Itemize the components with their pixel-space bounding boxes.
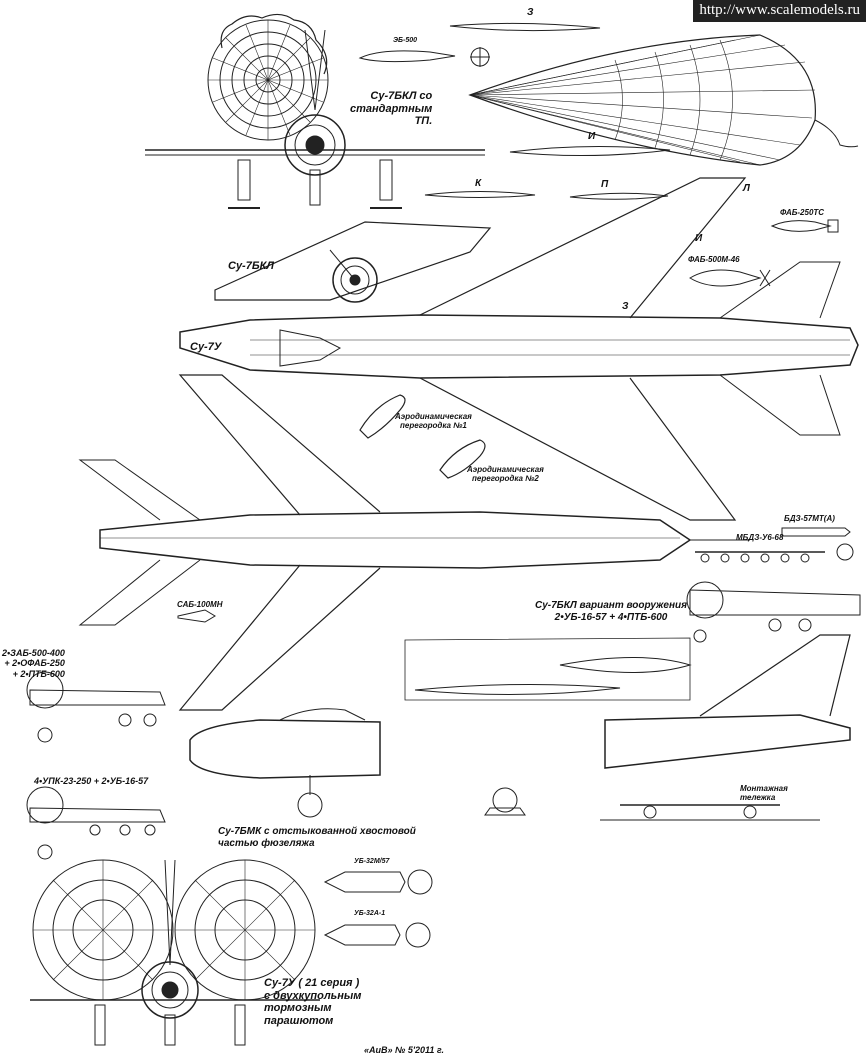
front-view-aircraft-bottom <box>30 859 320 1046</box>
side-view-loadout-left-2 <box>26 786 166 860</box>
su7u-plan-view <box>179 177 859 521</box>
su7-plan-view-lower <box>78 374 750 711</box>
label-aero-fence-1: Аэродинамическая перегородка №1 <box>395 412 472 431</box>
label-ub32m: УБ-32М/57 <box>354 858 390 865</box>
label-aero-fence-2: Аэродинамическая перегородка №2 <box>467 465 544 484</box>
aero-fence-1 <box>359 394 406 439</box>
variant-side-view <box>404 637 692 701</box>
ub32m-pod <box>323 869 433 895</box>
label-fab250ts: ФАБ-250ТС <box>780 208 825 217</box>
su7bkl-side-view-gear <box>214 221 492 303</box>
front-view-parachute-bottom <box>32 859 316 1001</box>
title-su7bkl-standard-chute: Су-7БКЛ со стандартным ТП. <box>350 90 433 128</box>
label-su7bmk-detached: Су-7БМК с отстыкованной хвостовой частью… <box>218 826 416 849</box>
section-letter-l: Л <box>743 183 750 194</box>
label-sab100: САБ-100МН <box>177 600 223 609</box>
label-su7bkl: Су-7БКЛ <box>228 260 274 272</box>
label-su7u-bottom: Су-7У ( 21 серия ) с двухкупольным тормо… <box>264 977 362 1027</box>
label-variant: Су-7БКЛ вариант вооружения 2•УБ-16-57 + … <box>535 600 688 623</box>
bdz-pylon <box>781 527 851 537</box>
section-letter-i-mid: И <box>695 233 703 244</box>
fab500m46-bomb <box>689 269 771 287</box>
section-i-top <box>509 145 671 157</box>
side-view-loadout-right <box>686 581 861 643</box>
watermark: http://www.scalemodels.ru <box>693 0 866 22</box>
label-bdz: БДЗ-57МТ(А) <box>784 514 835 523</box>
section-letter-k: К <box>475 178 482 189</box>
section-letter-i-top: И <box>588 131 596 142</box>
sab100-bomb <box>177 609 216 623</box>
label-eb500: ЭБ-500 <box>393 37 417 44</box>
aero-fence-2 <box>439 439 486 479</box>
label-fab500m46: ФАБ-500М-46 <box>688 255 740 264</box>
label-ub32a: УБ-32А-1 <box>354 910 386 917</box>
front-view-parachute-top <box>207 13 329 141</box>
section-p <box>569 192 669 200</box>
section-z-top <box>449 22 601 32</box>
label-trolley: Монтажная тележка <box>740 784 788 803</box>
su7bmk-detached-side-view <box>189 634 851 821</box>
parachute-canopy <box>468 34 859 166</box>
label-loadout-1: 2•ЗАБ-500-400 + 2•ОФАБ-250 + 2•ПТБ-600 <box>2 648 65 679</box>
mbdz-rack <box>695 543 854 563</box>
eb500-bomb <box>358 47 490 67</box>
front-view-aircraft-top <box>145 29 485 209</box>
fab250ts-bomb <box>770 219 839 233</box>
section-k <box>424 191 536 198</box>
side-view-loadout-left-1 <box>26 671 166 743</box>
section-letter-p: П <box>601 179 609 190</box>
label-su7u: Су-7У <box>190 341 222 353</box>
label-loadout-2: 4•УПК-23-250 + 2•УБ-16-57 <box>34 776 149 786</box>
section-letter-z-top: З <box>527 7 534 18</box>
label-mbdz: МБДЗ-У6-68 <box>736 533 784 542</box>
ub32a-pod <box>323 922 431 948</box>
section-letter-z-mid: З <box>622 301 629 312</box>
credit: «АиВ» № 5'2011 г. <box>364 1045 445 1055</box>
